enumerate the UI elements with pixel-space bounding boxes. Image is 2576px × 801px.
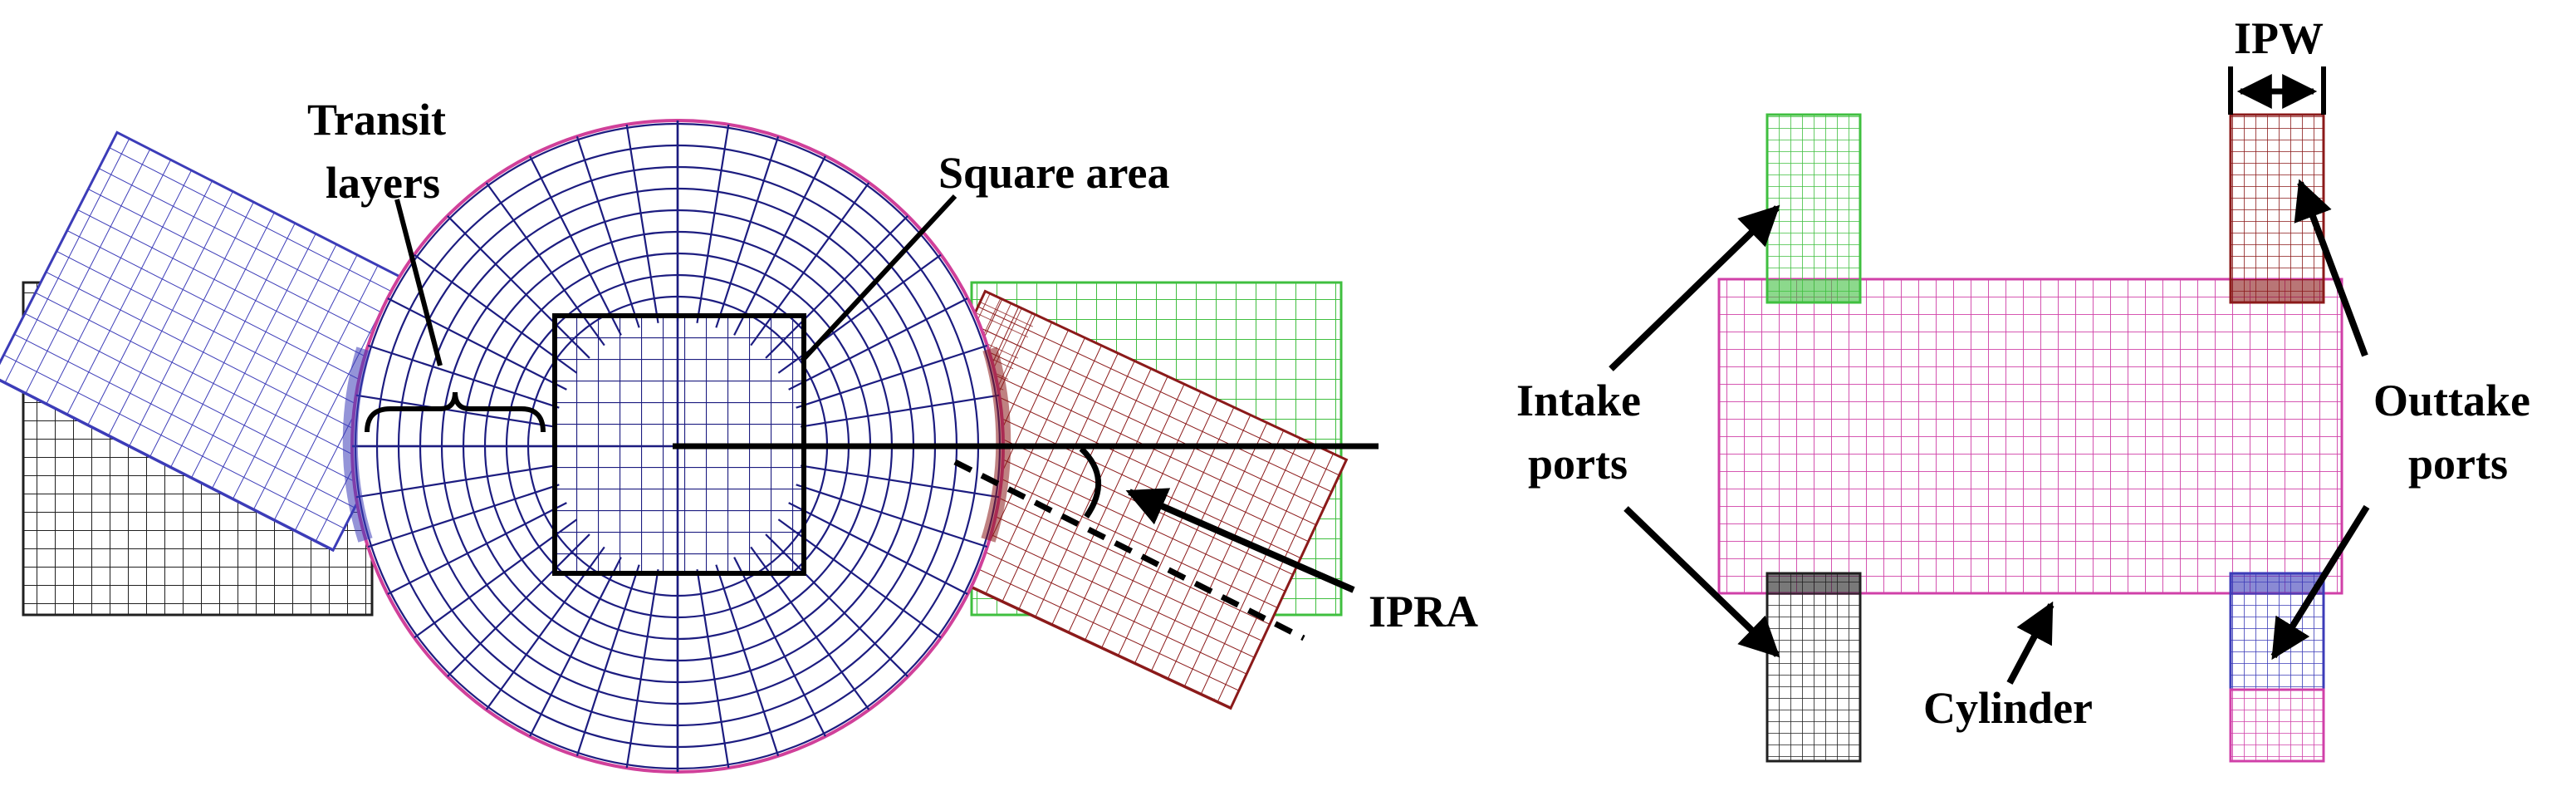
label-cylinder: Cylinder [1923, 683, 2093, 733]
mesh-spoke [625, 568, 659, 769]
left-panel: Transit layers Square area IPRA [0, 95, 1478, 774]
cylinder-mesh [1717, 278, 2343, 595]
mesh-spoke [715, 135, 780, 328]
mesh-spoke [387, 297, 567, 391]
intake-port-top-band [1767, 279, 1860, 302]
label-square-area: Square area [938, 148, 1170, 198]
transit-leader-line [394, 199, 443, 366]
label-ipra: IPRA [1369, 587, 1478, 636]
intake-port-bottom-mesh [1765, 572, 1862, 763]
mesh-spoke [529, 557, 622, 737]
mesh-spoke [367, 344, 560, 409]
ipra-angle-arc [1079, 446, 1101, 518]
mesh-spoke [800, 394, 1000, 428]
label-transit-line1: Transit [307, 95, 446, 145]
mesh-spoke [575, 135, 640, 328]
mesh-spoke [355, 464, 556, 499]
outtake-arrow-bottom [2270, 504, 2370, 661]
mesh-spoke [355, 394, 556, 428]
mesh-spoke [696, 568, 730, 769]
label-outtake-line2: ports [2408, 439, 2508, 489]
intake-port-top-mesh [1765, 113, 1862, 304]
mesh-spoke [625, 124, 659, 324]
intake-arrow-bottom [1623, 506, 1780, 658]
mesh-spoke [529, 155, 622, 336]
right-panel: IPW Intake ports Outtake ports Cylinder [1516, 13, 2530, 763]
cylinder-arrow [2006, 601, 2054, 685]
square-area-leader-line [800, 194, 957, 363]
outtake-port-top-band [2231, 279, 2324, 302]
outtake-port-bottom-pink [2229, 688, 2325, 763]
transit-layers-brace [365, 391, 546, 433]
mesh-spoke [414, 518, 578, 639]
mesh-spoke [387, 502, 567, 595]
mesh-spoke [796, 484, 988, 548]
mesh-spoke [788, 297, 968, 391]
intake-port-bottom-band [1767, 573, 1860, 595]
mesh-spoke [800, 464, 1000, 499]
label-ipw: IPW [2234, 13, 2324, 63]
label-transit-line2: layers [326, 158, 440, 208]
ipra-dashed-line [953, 459, 1305, 641]
ipra-arrow [1125, 488, 1355, 593]
mesh-spoke [715, 564, 780, 757]
label-outtake-line1: Outtake [2373, 376, 2530, 425]
mesh-spoke [696, 124, 730, 324]
label-intake-line2: ports [1528, 439, 1628, 489]
mesh-spoke [367, 484, 560, 548]
outtake-port-bottom-band [2231, 573, 2324, 595]
mesh-spoke [575, 564, 640, 757]
outtake-arrow-top [2294, 179, 2368, 357]
mesh-spoke [788, 502, 968, 595]
mesh-spoke [733, 155, 826, 336]
mesh-spoke [733, 557, 826, 737]
intake-arrow-top [1609, 204, 1780, 371]
label-intake-line1: Intake [1516, 376, 1641, 425]
mesh-spoke [796, 344, 988, 409]
mesh-spoke [414, 253, 578, 374]
